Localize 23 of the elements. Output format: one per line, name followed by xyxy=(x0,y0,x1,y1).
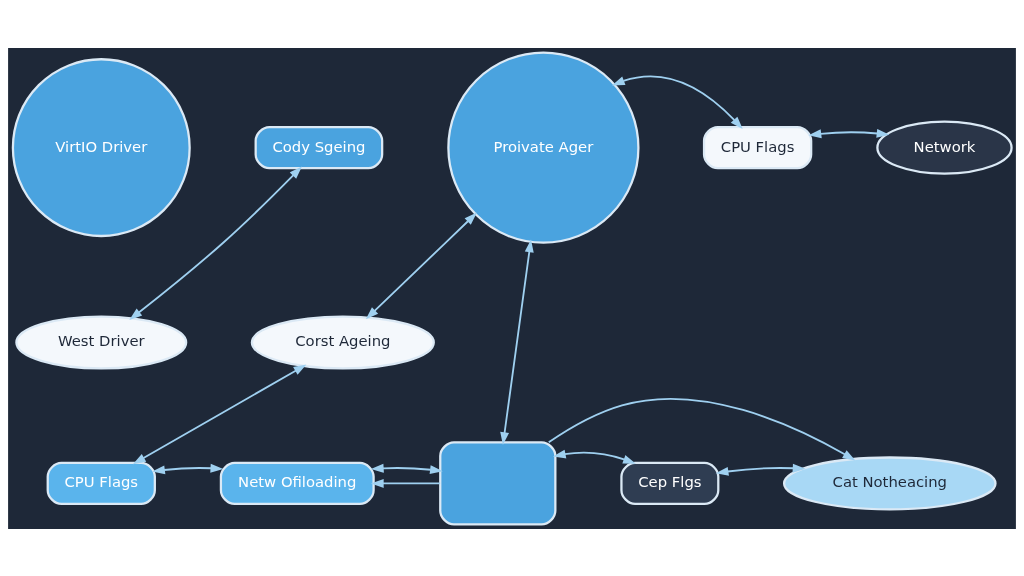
arrow xyxy=(500,238,534,445)
node-box: Cep Flgs xyxy=(620,461,720,505)
arrow xyxy=(611,74,743,129)
arrow xyxy=(129,165,302,320)
arrow xyxy=(132,364,307,464)
arrow xyxy=(370,478,441,488)
node-circle: VirtIO Driver xyxy=(11,57,191,237)
node-ellipse: Corst Ageing xyxy=(250,315,435,370)
node-box: CPU Flags xyxy=(702,125,813,169)
arrow xyxy=(152,463,224,474)
arrow xyxy=(365,212,477,319)
node-box xyxy=(439,440,557,526)
node-box: Netw Ofiloading xyxy=(219,461,375,505)
node-box: Cody Sgeing xyxy=(254,125,384,169)
node-box: CPU Flags xyxy=(46,461,156,505)
arrow xyxy=(547,397,856,461)
arrow xyxy=(808,128,890,138)
arrow xyxy=(552,449,636,464)
node-circle: Proivate Ager xyxy=(447,51,640,244)
arrow xyxy=(715,463,806,476)
node-ellipse: Cat Notheacing xyxy=(782,455,997,510)
node-ellipse: West Driver xyxy=(15,315,188,370)
arrow xyxy=(370,463,443,474)
